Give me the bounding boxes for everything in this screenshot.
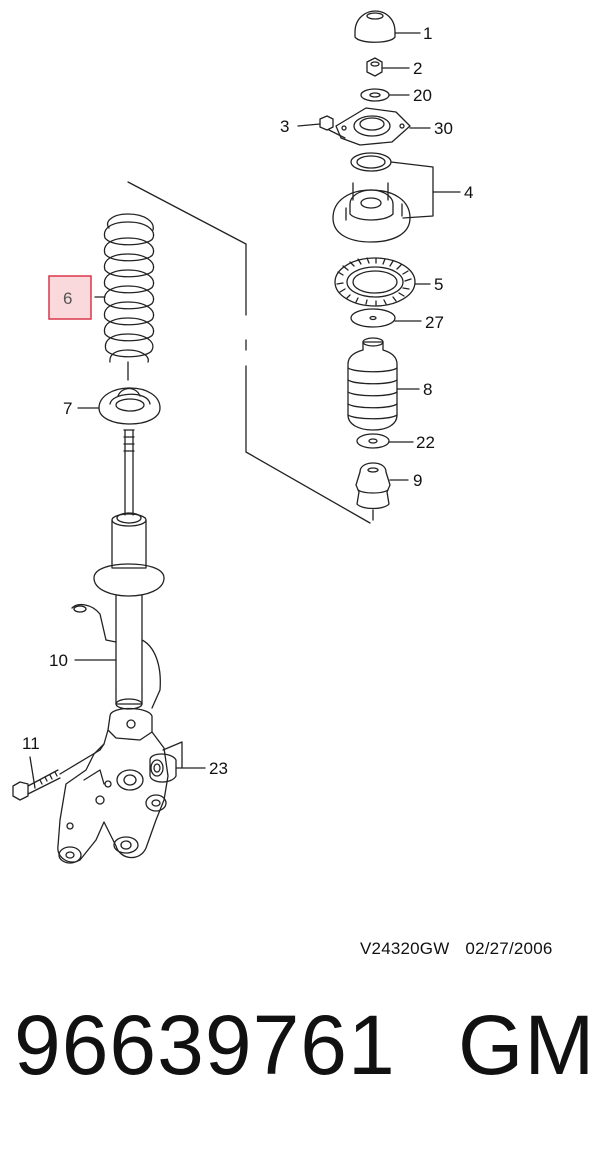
assembly-bracket-lines <box>127 181 371 524</box>
callout-2: 2 <box>413 59 422 78</box>
drawing-date: 02/27/2006 <box>465 939 553 958</box>
drawing-code: V24320GW <box>360 939 450 958</box>
part-27-seat <box>350 308 422 328</box>
part-11-bolt <box>12 743 105 801</box>
callout-11: 11 <box>22 734 40 753</box>
callout-4: 4 <box>464 183 473 202</box>
part-2-nut <box>366 57 410 77</box>
callout-8: 8 <box>423 380 432 399</box>
callout-23: 23 <box>209 759 228 778</box>
highlight-box <box>48 275 92 320</box>
part-knuckle <box>57 707 206 864</box>
callout-10: 10 <box>49 651 68 670</box>
part-3-nut <box>297 115 346 139</box>
callout-1: 1 <box>423 24 432 43</box>
part-6-coil-spring <box>94 213 155 381</box>
part-9-bump-stop <box>355 462 409 521</box>
manufacturer: GM <box>458 998 596 1092</box>
part-5-bearing <box>334 257 431 307</box>
part-8-dust-boot <box>347 337 420 431</box>
callout-27: 27 <box>425 313 444 332</box>
callout-labels: 1 2 20 3 30 4 5 6 27 7 8 22 9 10 11 23 <box>22 24 473 778</box>
callout-20: 20 <box>413 86 432 105</box>
part-20-washer <box>360 88 410 102</box>
part-30-mount-plate <box>335 107 431 146</box>
callout-5: 5 <box>434 275 443 294</box>
part-1-dust-cap <box>354 10 421 43</box>
callout-22: 22 <box>416 433 435 452</box>
part-number: 96639761 <box>14 998 396 1092</box>
callout-6: 6 <box>63 289 72 308</box>
part-10-shock-absorber <box>71 429 165 710</box>
drawing-stamp: V24320GW 02/27/2006 <box>360 939 553 959</box>
part-7-spring-seat <box>77 387 161 425</box>
callout-7: 7 <box>63 399 72 418</box>
callout-30: 30 <box>434 119 453 138</box>
callout-3: 3 <box>280 117 289 136</box>
part-4-strut-mount <box>332 152 461 243</box>
callout-9: 9 <box>413 471 422 490</box>
part-22-washer <box>356 433 414 449</box>
